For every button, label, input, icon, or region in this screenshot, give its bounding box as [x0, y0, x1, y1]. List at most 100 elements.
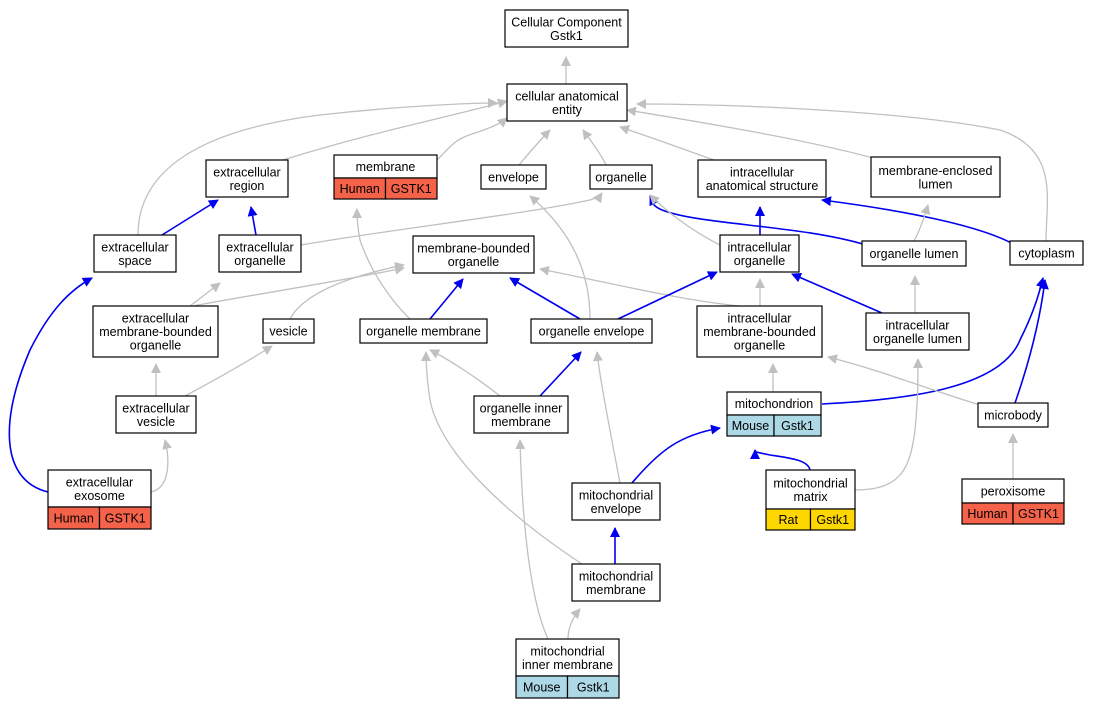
node-orglumen[interactable]: organelle lumen	[861, 240, 967, 267]
node-orgmem[interactable]: organelle membrane	[359, 318, 488, 344]
node-box	[92, 305, 219, 358]
annotation-cell-label: Human	[54, 512, 94, 526]
node-label-line: membrane-enclosed	[879, 164, 993, 178]
node-label-line: intracellular	[886, 318, 950, 332]
node-label-line: exosome	[74, 489, 125, 503]
edge-orgenv-to-icorganelle	[617, 271, 718, 320]
node-organelle[interactable]: organelle	[589, 164, 653, 190]
edge-icorganelle-to-organelle	[649, 194, 721, 246]
edge-mitoenv-to-orgenv	[592, 351, 621, 484]
node-label-line: organelle	[595, 171, 646, 185]
node-label-line: Cellular Component	[511, 15, 622, 29]
node-label-line: organelle lumen	[873, 332, 962, 346]
node-label-line: intracellular	[730, 165, 794, 179]
node-label-line: membrane	[586, 583, 646, 597]
node-vesicle[interactable]: vesicle	[262, 318, 315, 344]
node-label-line: membrane	[356, 160, 416, 174]
node-label-line: vesicle	[269, 325, 307, 339]
node-label-line: membrane	[491, 415, 551, 429]
edge-orgmem-to-membrane	[352, 208, 411, 320]
node-label-line: lumen	[918, 177, 952, 191]
edge-ecspace-to-cae	[137, 98, 498, 236]
node-label-line: organelle inner	[480, 401, 563, 415]
edge-ecmbo-to-mbo	[192, 264, 405, 307]
node-box	[93, 234, 177, 273]
node-box	[412, 235, 535, 274]
node-box	[977, 402, 1049, 428]
edge-mitoinner-to-orginner	[515, 439, 549, 640]
node-box	[1009, 240, 1084, 266]
edge-ecregion-to-cae	[282, 98, 508, 161]
node-box	[589, 164, 653, 190]
node-label-line: region	[230, 179, 265, 193]
node-orgenv[interactable]: organelle envelope	[530, 318, 653, 344]
edge-orgenv-to-mbo	[509, 277, 581, 320]
edge-vesicle-to-mbo	[289, 261, 405, 320]
annotation-cell-label: Human	[340, 182, 380, 196]
edge-intracell_as-to-cae	[619, 125, 715, 161]
node-label-line: organelle	[234, 254, 285, 268]
node-envelope[interactable]: envelope	[480, 164, 547, 190]
annotation-cell-label: Mouse	[732, 419, 770, 433]
node-cytoplasm[interactable]: cytoplasm	[1009, 240, 1084, 266]
edge-cytoplasm-to-intracell_as	[821, 196, 1016, 246]
node-label-line: organelle	[448, 255, 499, 269]
edge-icmbo-to-mbo	[539, 265, 741, 307]
node-box	[696, 305, 823, 358]
node-box	[697, 159, 827, 198]
annotation-cell-label: Gstk1	[816, 513, 849, 527]
edge-exosome-to-ecvesicle	[150, 439, 173, 493]
node-box	[47, 469, 152, 508]
node-box	[504, 9, 629, 48]
node-label-line: extracellular	[101, 240, 168, 254]
node-box	[865, 312, 970, 351]
annotation-cell	[384, 177, 438, 200]
annotation-cell	[809, 508, 856, 531]
node-box	[719, 234, 800, 273]
edge-microbody-to-icmbo	[827, 354, 981, 406]
annotation-cell-label: GSTK1	[391, 182, 432, 196]
edge-ecorganelle-to-organelle	[300, 192, 603, 246]
annotation-cell-label: Mouse	[523, 681, 561, 695]
edge-mito-to-cytoplasm	[821, 277, 1046, 405]
node-label-line: intracellular	[728, 240, 792, 254]
node-label-line: extracellular	[122, 401, 189, 415]
annotation-cell-label: GSTK1	[1018, 507, 1059, 521]
edge-orglumen-to-menclumen	[913, 204, 931, 242]
node-label-line: intracellular	[728, 312, 792, 326]
node-label-line: organelle	[734, 254, 785, 268]
edge-mitoinner-to-mitomem	[567, 608, 581, 640]
node-label-line: microbody	[984, 409, 1042, 423]
edge-mitomatrix-to-icorglumen	[854, 358, 923, 491]
node-microbody[interactable]: microbody	[977, 402, 1049, 428]
node-label-line: extracellular	[213, 165, 280, 179]
node-box	[359, 318, 488, 344]
edge-envelope-to-cae	[518, 129, 551, 166]
node-label-line: cellular anatomical	[515, 89, 619, 103]
edge-menclumen-to-cae	[626, 106, 881, 161]
